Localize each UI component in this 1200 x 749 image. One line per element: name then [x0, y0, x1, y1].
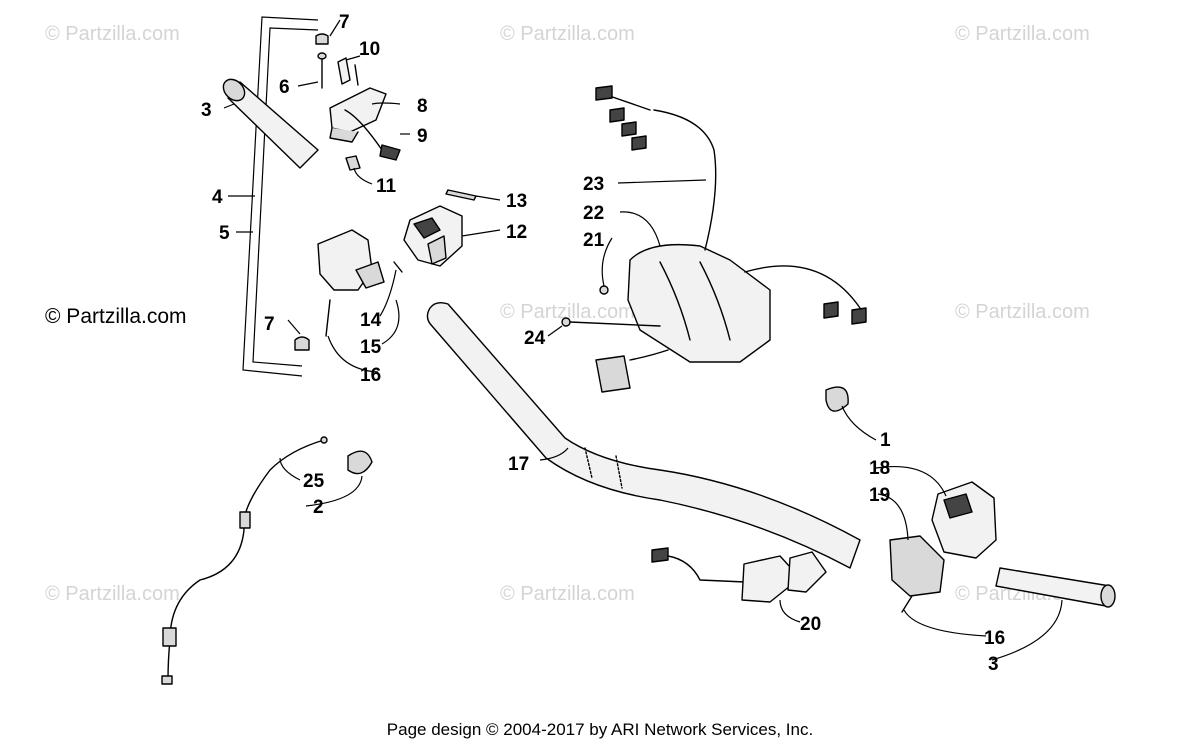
throttle-cable: [161, 436, 328, 685]
watermark: © Partzilla.com: [500, 23, 635, 45]
callout-17: 17: [508, 454, 529, 475]
assembly-bracket: [242, 16, 319, 377]
callout-5: 5: [219, 223, 230, 244]
clamp-right: [825, 386, 849, 412]
callout-4: 4: [212, 187, 223, 208]
watermark: © Partzilla.com: [45, 23, 180, 45]
callout-2: 2: [313, 497, 324, 518]
callout-25: 25: [303, 471, 325, 492]
handlebar: [426, 301, 861, 569]
clamp-left: [347, 450, 373, 475]
grip-left: [222, 78, 319, 169]
callout-15: 15: [360, 337, 382, 358]
watermark: © Partzilla.com: [955, 301, 1090, 323]
callout-13: 13: [506, 191, 527, 212]
callout-21: 21: [583, 230, 605, 251]
callout-14: 14: [360, 310, 382, 331]
callout-22: 22: [583, 203, 604, 224]
callout-19: 19: [869, 485, 890, 506]
wiring-harness-20: [651, 547, 827, 603]
callout-3: 3: [988, 654, 999, 675]
callout-1: 1: [880, 430, 891, 451]
callout-16: 16: [360, 365, 381, 386]
watermark: © Partzilla.com: [45, 583, 180, 605]
heater-module: [561, 85, 867, 393]
watermark: © Partzilla.com: [500, 583, 635, 605]
callout-24: 24: [524, 328, 546, 349]
switch-housing-left: [294, 189, 477, 351]
assembly-bracket-inner: [252, 27, 319, 367]
callout-6: 6: [279, 77, 290, 98]
callout-23: 23: [583, 174, 604, 195]
switch-housing-right: [889, 481, 997, 613]
watermark: © Partzilla.com: [955, 23, 1090, 45]
leader-lines: [223, 19, 1063, 661]
callout-3: 3: [201, 100, 212, 121]
callout-9: 9: [417, 126, 428, 147]
callout-16: 16: [984, 628, 1005, 649]
grip-right: [995, 567, 1116, 608]
callouts: 7 10 6 3 8 9 11 4 13 5 12 7 14 15 16 23 …: [201, 12, 1005, 675]
callout-8: 8: [417, 96, 428, 117]
callout-18: 18: [869, 458, 890, 479]
callout-7: 7: [339, 12, 350, 33]
mirror-mount-hardware: [315, 33, 401, 171]
watermark-main: © Partzilla.com: [45, 305, 187, 328]
footer-credit: Page design © 2004-2017 by ARI Network S…: [386, 720, 814, 739]
callout-10: 10: [359, 39, 380, 60]
callout-12: 12: [506, 222, 527, 243]
watermark: © Partzilla.com: [500, 301, 635, 323]
callout-20: 20: [800, 614, 821, 635]
callout-7: 7: [264, 314, 275, 335]
callout-11: 11: [376, 176, 397, 197]
